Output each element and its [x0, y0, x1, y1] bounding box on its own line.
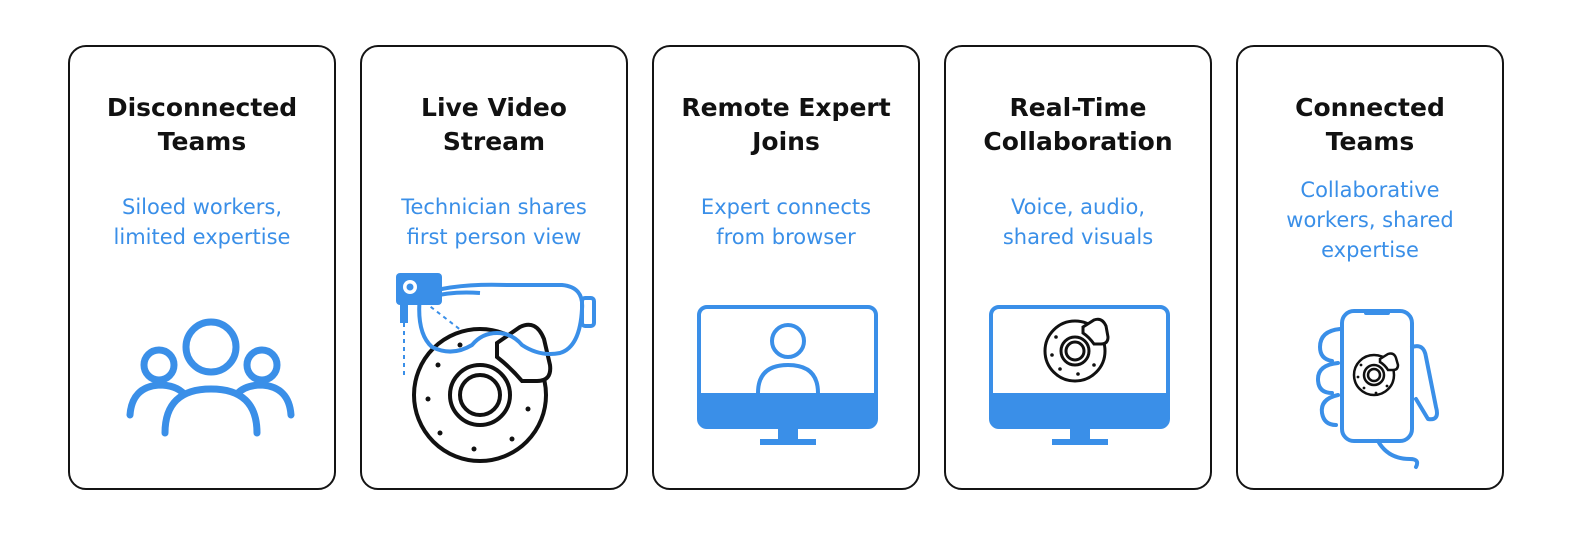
step-title: Live Video Stream	[421, 93, 567, 156]
step-description: Technician shares first person view	[401, 195, 587, 249]
phone-in-hand-icon	[1316, 309, 1439, 469]
step-description: Voice, audio, shared visuals	[1002, 195, 1154, 249]
monitor-brake-disc-icon	[989, 305, 1170, 445]
step-description: Siloed workers, limited expertise	[113, 195, 291, 249]
step-title: Connected Teams	[1295, 93, 1445, 156]
step-card-connected-teams: Connected Teams Collaborative workers, s…	[1236, 45, 1504, 490]
step-title: Real-Time Collaboration	[983, 93, 1173, 156]
step-title: Disconnected Teams	[106, 93, 298, 156]
step-card-remote-expert-joins: Remote Expert Joins Expert connects from…	[652, 45, 920, 490]
smart-glasses-camera-icon	[396, 273, 596, 463]
step-description: Collaborative workers, shared expertise	[1286, 178, 1454, 262]
step-title: Remote Expert Joins	[681, 93, 891, 156]
monitor-user-icon	[697, 305, 878, 445]
step-card-disconnected-teams: Disconnected Teams Siloed workers, limit…	[68, 45, 336, 490]
step-card-real-time-collaboration: Real-Time Collaboration Voice, audio, sh…	[944, 45, 1212, 490]
step-card-live-video-stream: Live Video Stream Technician shares firs…	[360, 45, 628, 490]
team-group-icon	[126, 318, 295, 437]
step-description: Expert connects from browser	[700, 195, 872, 249]
